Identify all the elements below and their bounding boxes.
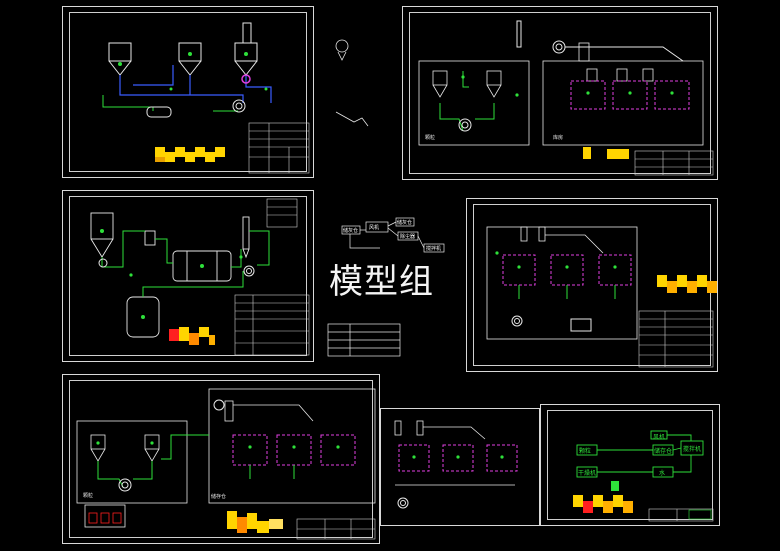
flow-label-4: 除尘器 [400, 234, 416, 240]
dust-collector [242, 22, 252, 44]
sheet-border [69, 196, 307, 356]
silo-4a [502, 254, 536, 286]
yellow-block-1 [155, 147, 225, 162]
drawing-sheet-6 [380, 408, 540, 526]
label-water: 水 [659, 470, 666, 477]
pipe-blue-3 [245, 75, 272, 103]
sheet-border [547, 410, 713, 520]
silo-5c [320, 434, 356, 466]
label-store-7: 储存仓 [654, 448, 673, 455]
silo-2 [612, 80, 648, 110]
cyclone [242, 216, 250, 250]
center-table [327, 323, 401, 357]
label-dust-1: 颗粒 [425, 135, 436, 141]
yellow-block-4 [657, 275, 717, 293]
silo-3 [654, 80, 690, 110]
drawing-sheet-5: 颗粒 储存仓 [62, 374, 380, 544]
right-area-5 [208, 388, 376, 504]
yellow-block-2 [583, 147, 629, 159]
red-yellow-block-3 [169, 327, 215, 345]
right-area [542, 60, 704, 146]
tank-2 [178, 42, 202, 62]
silo-5a [232, 434, 268, 466]
process-diagram-2 [418, 20, 714, 176]
title-block-1 [248, 122, 310, 174]
ball-mill [172, 250, 232, 282]
drawing-sheet-7: 风机 颗粒 储存仓 搅拌机 干燥机 水 [540, 404, 720, 526]
pipe-green-1 [102, 95, 154, 111]
fan-1 [232, 99, 246, 113]
label-dust-2: 颗粒 [83, 493, 94, 499]
drawing-sheet-3 [62, 190, 314, 362]
label-mixer: 搅拌机 [683, 446, 702, 453]
silo-6c [486, 444, 518, 472]
drawing-sheet-2: 颗粒 库房 [402, 6, 718, 180]
process-diagram-3 [90, 198, 310, 356]
label-storeroom: 库房 [553, 135, 564, 141]
process-diagram-5 [76, 388, 376, 540]
silo-1 [570, 80, 606, 110]
silo-4b [550, 254, 584, 286]
sheet-border [409, 12, 711, 174]
legend-box-5 [84, 504, 126, 528]
yellow-block-7 [573, 495, 633, 513]
title-block-7 [648, 508, 714, 522]
title-block-3 [234, 294, 310, 356]
silo-5b [276, 434, 312, 466]
label-store-5: 储存仓 [211, 494, 227, 500]
title-block-4 [638, 310, 714, 368]
flow-label-5: 搅拌机 [426, 246, 442, 252]
sheet-border [69, 12, 307, 172]
pipe-blue-1 [119, 75, 244, 103]
drawing-sheet-1 [62, 6, 314, 178]
area-4 [486, 226, 638, 340]
pipe-blue-4 [133, 65, 174, 86]
flow-label-3: 储灰仓 [397, 220, 413, 226]
process-diagram-4 [486, 226, 717, 368]
label-dryer: 干燥机 [578, 470, 597, 477]
silo-6a [398, 444, 430, 472]
watermark-title: 模型组 [329, 262, 434, 302]
drawing-sheet-4 [466, 198, 718, 372]
title-block-2 [634, 150, 714, 176]
tank-3-cone [234, 60, 258, 76]
tank-1 [108, 42, 132, 62]
label-wind: 风机 [653, 434, 666, 441]
sheet-border [69, 380, 373, 538]
magenta-valve-1 [241, 74, 251, 84]
hopper-1 [90, 212, 114, 240]
left-area-5 [76, 420, 188, 504]
process-diagram-1 [102, 22, 310, 174]
process-diagram-6 [394, 420, 518, 509]
fan-2 [552, 40, 566, 54]
process-diagram-7 [573, 430, 714, 522]
silo-4c [598, 254, 632, 286]
flow-label-1: 储灰仓 [343, 228, 359, 234]
pump-1 [146, 106, 172, 118]
label-dust-3: 颗粒 [579, 448, 592, 455]
silo-6b [442, 444, 474, 472]
flow-label-2: 风机 [369, 225, 380, 231]
tank-2-cone [178, 60, 202, 76]
yellow-block-5 [227, 511, 283, 533]
left-area [418, 60, 530, 146]
